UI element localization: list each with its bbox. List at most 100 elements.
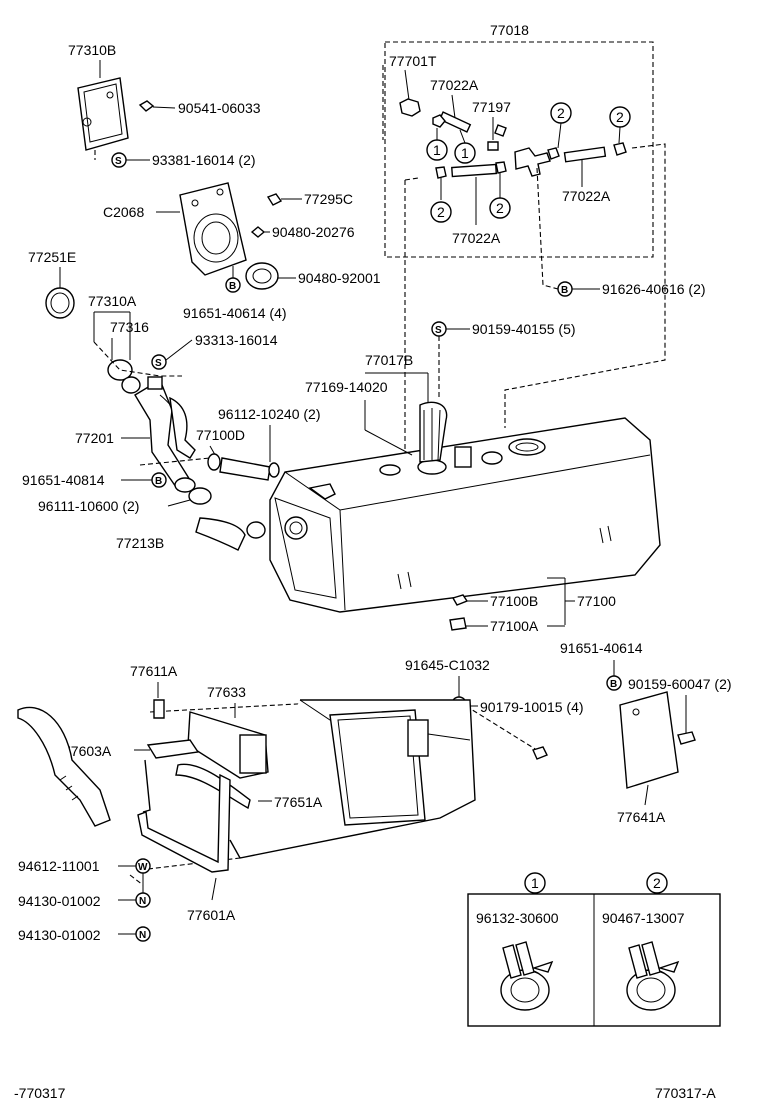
protector-77641A (619, 691, 679, 789)
label-77295C: 77295C (304, 191, 353, 207)
label-C2068: C2068 (103, 204, 144, 220)
label-93381-16014: 93381-16014 (2) (152, 152, 256, 168)
label-96132-30600: 96132-30600 (476, 910, 559, 926)
symbol-S-90159-40155: S (431, 321, 447, 337)
label-77611A: 77611A (130, 663, 178, 679)
label-77100D: 77100D (196, 427, 245, 443)
svg-text:N: N (139, 896, 146, 907)
svg-text:S: S (115, 156, 122, 167)
label-96112-10240: 96112-10240 (2) (218, 406, 320, 422)
callout-clip-2-a: 2 (550, 102, 572, 124)
label-90467-13007: 90467-13007 (602, 910, 685, 926)
label-77641A: 77641A (617, 809, 666, 825)
label-90159-60047: 90159-60047 (2) (628, 676, 732, 692)
footer-right-code: 770317-A (655, 1085, 716, 1101)
label-77100A: 77100A (490, 618, 539, 634)
callout-clip-1-a: 1 (426, 139, 448, 161)
svg-text:2: 2 (437, 204, 445, 220)
band-77601A (137, 773, 231, 873)
label-77197: 77197 (472, 99, 511, 115)
svg-text:W: W (138, 862, 148, 873)
svg-text:B: B (155, 476, 162, 487)
callout-clip-2-d: 2 (489, 197, 511, 219)
svg-text:S: S (435, 325, 442, 336)
label-91645-C1032: 91645-C1032 (405, 657, 490, 673)
svg-text:B: B (561, 285, 568, 296)
label-96111-10600: 96111-10600 (2) (38, 498, 139, 514)
label-90480-92001: 90480-92001 (298, 270, 381, 286)
symbol-N-94130-b: N (135, 926, 151, 942)
label-77018: 77018 (490, 22, 529, 38)
label-93313-16014: 93313-16014 (195, 332, 278, 348)
label-77633: 77633 (207, 684, 246, 700)
label-77651A: 77651A (274, 794, 323, 810)
label-77022A-bottom: 77022A (452, 230, 501, 246)
label-91651-40814: 91651-40814 (22, 472, 105, 488)
label-77701T: 77701T (389, 53, 437, 69)
label-77601A: 77601A (187, 907, 236, 923)
callout-clip-1-b: 1 (454, 142, 476, 164)
grommet-90480-92001 (245, 262, 279, 290)
clip-96132-icon (500, 941, 554, 1011)
label-90159-40155: 90159-40155 (5) (472, 321, 576, 337)
label-77169-14020: 77169-14020 (305, 379, 388, 395)
hose-77100D (207, 453, 280, 481)
label-90179-10015: 90179-10015 (4) (480, 699, 584, 715)
kit-77018-box (384, 41, 654, 258)
label-77201: 77201 (75, 430, 114, 446)
symbol-S-93313: S (151, 354, 167, 370)
hose-77022A-right (563, 146, 607, 163)
label-77316: 77316 (110, 319, 149, 335)
callout-clip-2-c: 2 (430, 201, 452, 223)
label-77022A-top: 77022A (430, 77, 479, 93)
label-77603A: 77603A (63, 743, 112, 759)
svg-text:1: 1 (433, 142, 441, 158)
symbol-B-91626: B (557, 281, 573, 297)
band-77603A (142, 739, 200, 813)
footer-left-code: -770317 (14, 1085, 66, 1101)
symbol-B-91651-40614-4: B (225, 277, 241, 293)
svg-text:B: B (229, 281, 236, 292)
svg-text:B: B (610, 679, 617, 690)
svg-text:S: S (155, 358, 162, 369)
filler-pipe-77201 (134, 376, 196, 493)
bracket-77633 (187, 711, 269, 779)
filler-plate-C2068 (179, 182, 247, 276)
symbol-W-94612: W (135, 858, 151, 874)
fuel-tank-77001 (269, 417, 661, 613)
symbol-B-91651-40814: B (151, 472, 167, 488)
label-94612-11001: 94612-11001 (18, 858, 100, 874)
label-77100: 77100 (577, 593, 616, 609)
label-90541-06033: 90541-06033 (178, 100, 261, 116)
label-77251E: 77251E (28, 249, 76, 265)
symbol-S-93381: S (111, 152, 127, 168)
gasket-77310A (107, 359, 141, 394)
label-94130-01002-a: 94130-01002 (18, 893, 101, 909)
svg-text:2: 2 (616, 109, 624, 125)
hose-77603A-flex (17, 706, 111, 827)
hose-77213B (195, 517, 246, 551)
sender-unit-77017B (419, 401, 448, 463)
label-91651-40614: 91651-40614 (560, 640, 643, 656)
svg-text:2: 2 (557, 105, 565, 121)
inset-callout-2: 2 (653, 875, 661, 891)
band-77651A (175, 763, 251, 810)
label-77022A-right: 77022A (562, 188, 611, 204)
svg-text:N: N (139, 930, 146, 941)
inset-callout-1: 1 (531, 875, 539, 891)
symbol-N-94130-a: N (135, 892, 151, 908)
clip-90467-icon (626, 941, 680, 1011)
label-77310A: 77310A (88, 293, 137, 309)
label-91651-40614-4: 91651-40614 (4) (183, 305, 287, 321)
label-77310B: 77310B (68, 42, 116, 58)
access-cover-77310B (77, 77, 129, 151)
label-77100B: 77100B (490, 593, 538, 609)
callout-clip-2-b: 2 (609, 106, 631, 128)
svg-text:1: 1 (461, 145, 469, 161)
label-94130-01002-b: 94130-01002 (18, 927, 101, 943)
clamp-96111 (188, 487, 266, 539)
label-91626-40616: 91626-40616 (2) (602, 281, 706, 297)
clip-legend: 1 2 96132-30600 90467-13007 (467, 872, 721, 1027)
svg-text:2: 2 (496, 200, 504, 216)
label-90480-20276: 90480-20276 (272, 224, 355, 240)
